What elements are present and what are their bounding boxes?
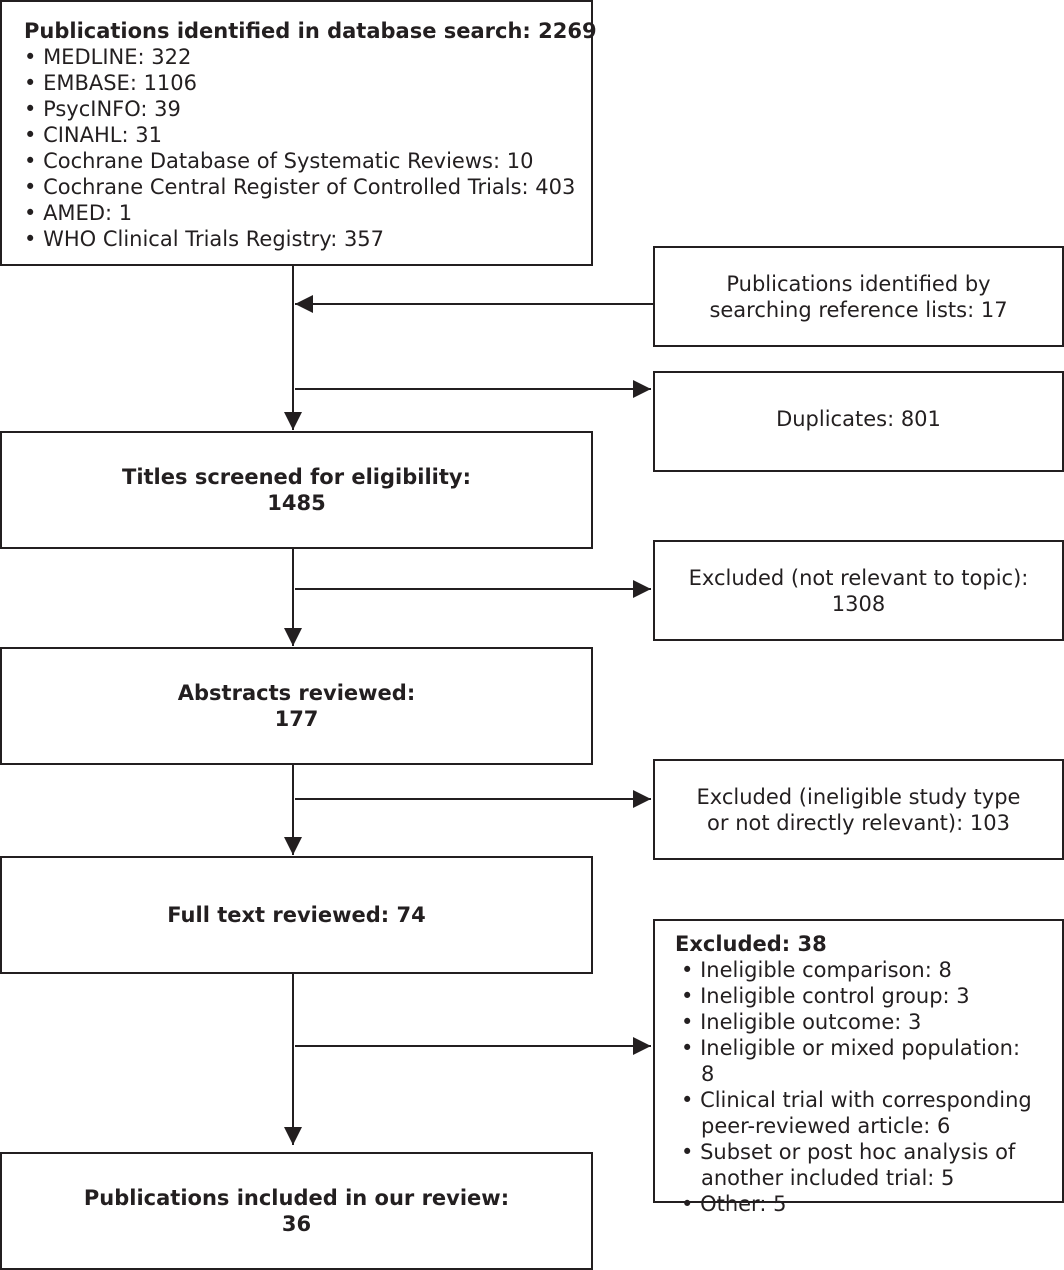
database-item: CINAHL: 31 <box>24 122 591 148</box>
duplicates-text: Duplicates: 801 <box>776 406 941 431</box>
excluded-type-box: Excluded (ineligible study type or not d… <box>653 759 1064 860</box>
exclusion-reason: Ineligible comparison: 8 <box>681 957 1036 983</box>
database-item: AMED: 1 <box>24 200 591 226</box>
excluded-type-line2: or not directly relevant): 103 <box>707 810 1010 835</box>
full-text-reviewed-box: Full text reviewed: 74 <box>0 856 593 974</box>
abstracts-reviewed-line1: Abstracts reviewed: <box>177 681 416 705</box>
excluded-topic-line1: Excluded (not relevant to topic): <box>688 565 1029 590</box>
excluded-topic-box: Excluded (not relevant to topic): 1308 <box>653 540 1064 641</box>
full-text-reviewed-text: Full text reviewed: 74 <box>167 903 426 927</box>
exclusion-reason: Ineligible outcome: 3 <box>681 1009 1036 1035</box>
excluded-type-line1: Excluded (ineligible study type <box>696 784 1021 809</box>
exclusion-reason: Ineligible or mixed population: 8 <box>681 1035 1036 1087</box>
reference-lists-box: Publications identified by searching ref… <box>653 246 1064 347</box>
titles-screened-count: 1485 <box>267 491 326 515</box>
reference-lists-line1: Publications identified by <box>726 271 991 296</box>
exclusion-reason: Subset or post hoc analysis of another i… <box>681 1139 1036 1191</box>
excluded-full-text-box: Excluded: 38 Ineligible comparison: 8 In… <box>653 919 1064 1216</box>
database-search-title: Publications identified in database sear… <box>24 19 597 43</box>
database-item: EMBASE: 1106 <box>24 70 591 96</box>
database-item: WHO Clinical Trials Registry: 357 <box>24 226 591 252</box>
excluded-topic-count: 1308 <box>831 591 886 616</box>
database-list: MEDLINE: 322 EMBASE: 1106 PsycINFO: 39 C… <box>24 44 591 252</box>
exclusion-reason: Ineligible control group: 3 <box>681 983 1036 1009</box>
included-publications-box: Publications included in our review: 36 <box>0 1152 593 1270</box>
included-publications-line1: Publications included in our review: <box>83 1186 510 1210</box>
titles-screened-line1: Titles screened for eligibility: <box>122 465 471 489</box>
titles-screened-box: Titles screened for eligibility: 1485 <box>0 431 593 549</box>
database-item: PsycINFO: 39 <box>24 96 591 122</box>
reference-lists-line2: searching reference lists: 17 <box>709 297 1008 322</box>
exclusion-reasons-list: Ineligible comparison: 8 Ineligible cont… <box>681 957 1036 1217</box>
database-item: MEDLINE: 322 <box>24 44 591 70</box>
exclusion-reason: Clinical trial with corresponding peer-r… <box>681 1087 1036 1139</box>
included-publications-count: 36 <box>281 1212 312 1236</box>
excluded-full-text-title: Excluded: 38 <box>675 932 827 956</box>
database-search-box: Publications identified in database sear… <box>0 0 597 266</box>
abstracts-reviewed-box: Abstracts reviewed: 177 <box>0 647 593 765</box>
database-item: Cochrane Database of Systematic Reviews:… <box>24 148 591 174</box>
database-item: Cochrane Central Register of Controlled … <box>24 174 591 200</box>
abstracts-reviewed-count: 177 <box>274 707 319 731</box>
exclusion-reason: Other: 5 <box>681 1191 1036 1217</box>
duplicates-box: Duplicates: 801 <box>653 371 1064 472</box>
